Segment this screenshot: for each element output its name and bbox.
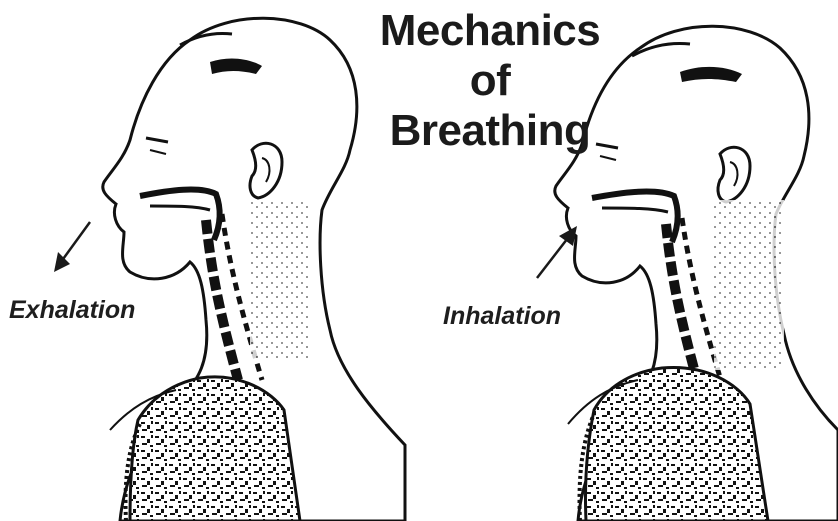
diagram-title: Mechanics of Breathing xyxy=(345,6,635,156)
lungs-inhale xyxy=(585,367,768,521)
title-line-2: of xyxy=(345,56,635,106)
title-line-1: Mechanics xyxy=(345,6,635,56)
inhalation-arrow-icon xyxy=(531,222,583,282)
inhalation-label: Inhalation xyxy=(443,302,561,331)
lungs-exhale xyxy=(130,377,300,521)
exhalation-label: Exhalation xyxy=(9,296,135,325)
exhalation-arrow-icon xyxy=(48,218,94,276)
title-line-3: Breathing xyxy=(345,106,635,156)
